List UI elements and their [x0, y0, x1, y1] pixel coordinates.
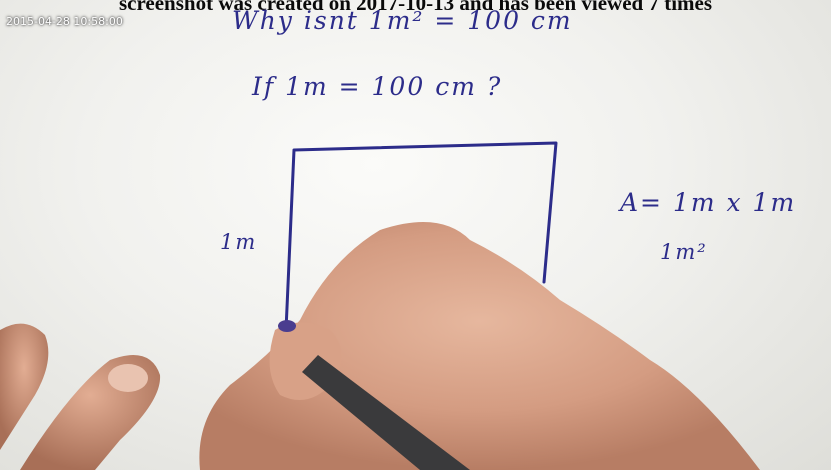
writing-hand: [199, 222, 760, 470]
area-equation: A= 1m x 1m: [620, 188, 797, 217]
side-length-label: 1m: [220, 230, 258, 254]
area-unit: 1m²: [660, 240, 708, 264]
top-banner: screenshot was created on 2017-10-13 and…: [118, 0, 713, 15]
fingernail: [108, 364, 148, 392]
marker-tip: [278, 320, 296, 332]
timestamp: 2015-04-28 10:58:00: [6, 15, 123, 28]
square-drawing: [284, 141, 558, 332]
marker-pen: [302, 355, 470, 470]
question-line-2: If 1m = 100 cm ?: [252, 72, 503, 101]
question-line-1: Why isnt 1m² = 100 cm: [232, 6, 573, 35]
left-finger-1: [0, 323, 49, 450]
